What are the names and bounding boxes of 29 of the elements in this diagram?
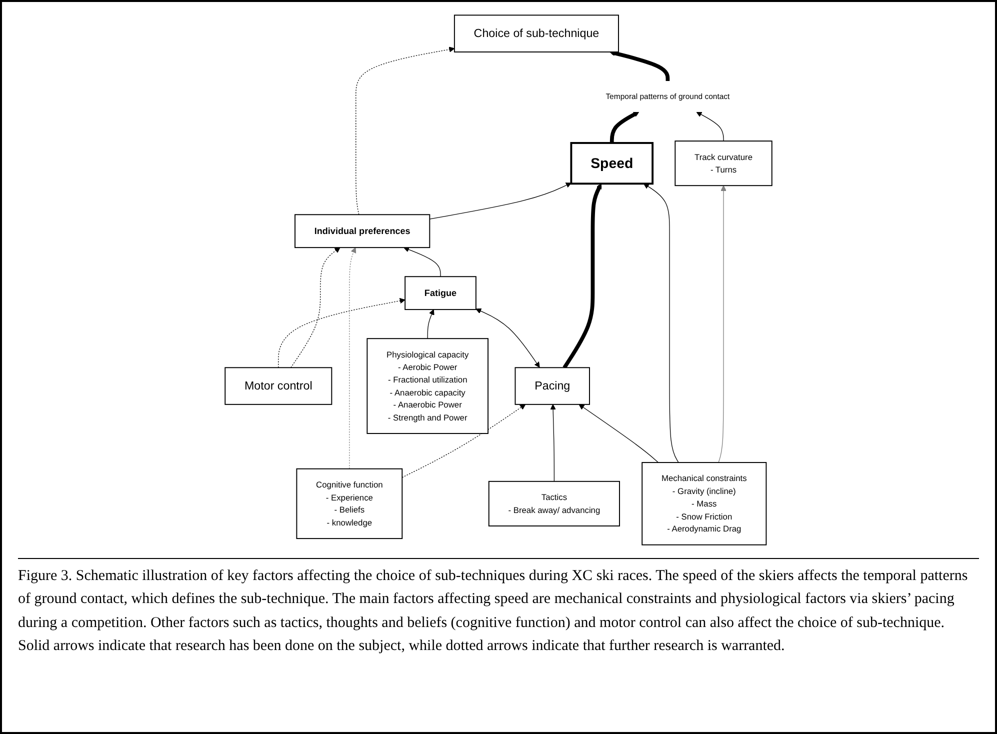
node-box: Choice of sub-technique (454, 14, 619, 52)
arrow (610, 112, 640, 143)
arrow (578, 404, 659, 463)
arrow (429, 182, 572, 220)
arrow (290, 247, 340, 368)
arrow (278, 298, 406, 368)
node-box: Tactics - Break away/ advancing (488, 480, 620, 526)
node-box: Mechanical constraints - Gravity (incline) - Mass - Snow Friction - Aerodynamic Drag (642, 462, 767, 546)
node-box: Fatigue (404, 276, 476, 310)
arrow (718, 185, 726, 463)
arrow (696, 112, 724, 142)
node-box: Pacing (514, 367, 590, 405)
arrow (402, 404, 526, 478)
figure-caption: Figure 3. Schematic illustration of key factors affecting the choice of sub-techniques during XC ski races. The speed of the skiers affects the temporal patterns of ground contact, which defines the sub-technique. The main factors affecting speed are mechanical constraints and physiological factors via skiers’ pacing during a competition. Other factors such as tactics, thoughts and beliefs (cognitive function) and motor control can also affect the choice of sub-technique. Solid arrows indicate that research has been done on the subject, while dotted arrows indicate that further research is warranted. (18, 558, 979, 658)
node-box: Speed (570, 142, 654, 185)
arrow (562, 183, 602, 369)
arrow (610, 50, 670, 81)
arrow (427, 309, 434, 339)
node-box: Physiological capacity - Aerobic Power - Fractional utilization - Anaerobic capacity - Anaerobic Power - Strength and Power (366, 338, 488, 434)
node-box: Track curvature - Turns (674, 140, 772, 186)
arrow (550, 404, 556, 482)
node-box: Individual preferences (294, 214, 430, 248)
arrow (476, 308, 540, 368)
arrow (356, 46, 455, 215)
arrow (643, 183, 679, 463)
node-box: Cognitive function - Experience - Beliefs - knowledge (296, 468, 403, 540)
arrow (349, 247, 356, 470)
arrow (404, 246, 441, 277)
node-box: Motor control (224, 367, 332, 405)
